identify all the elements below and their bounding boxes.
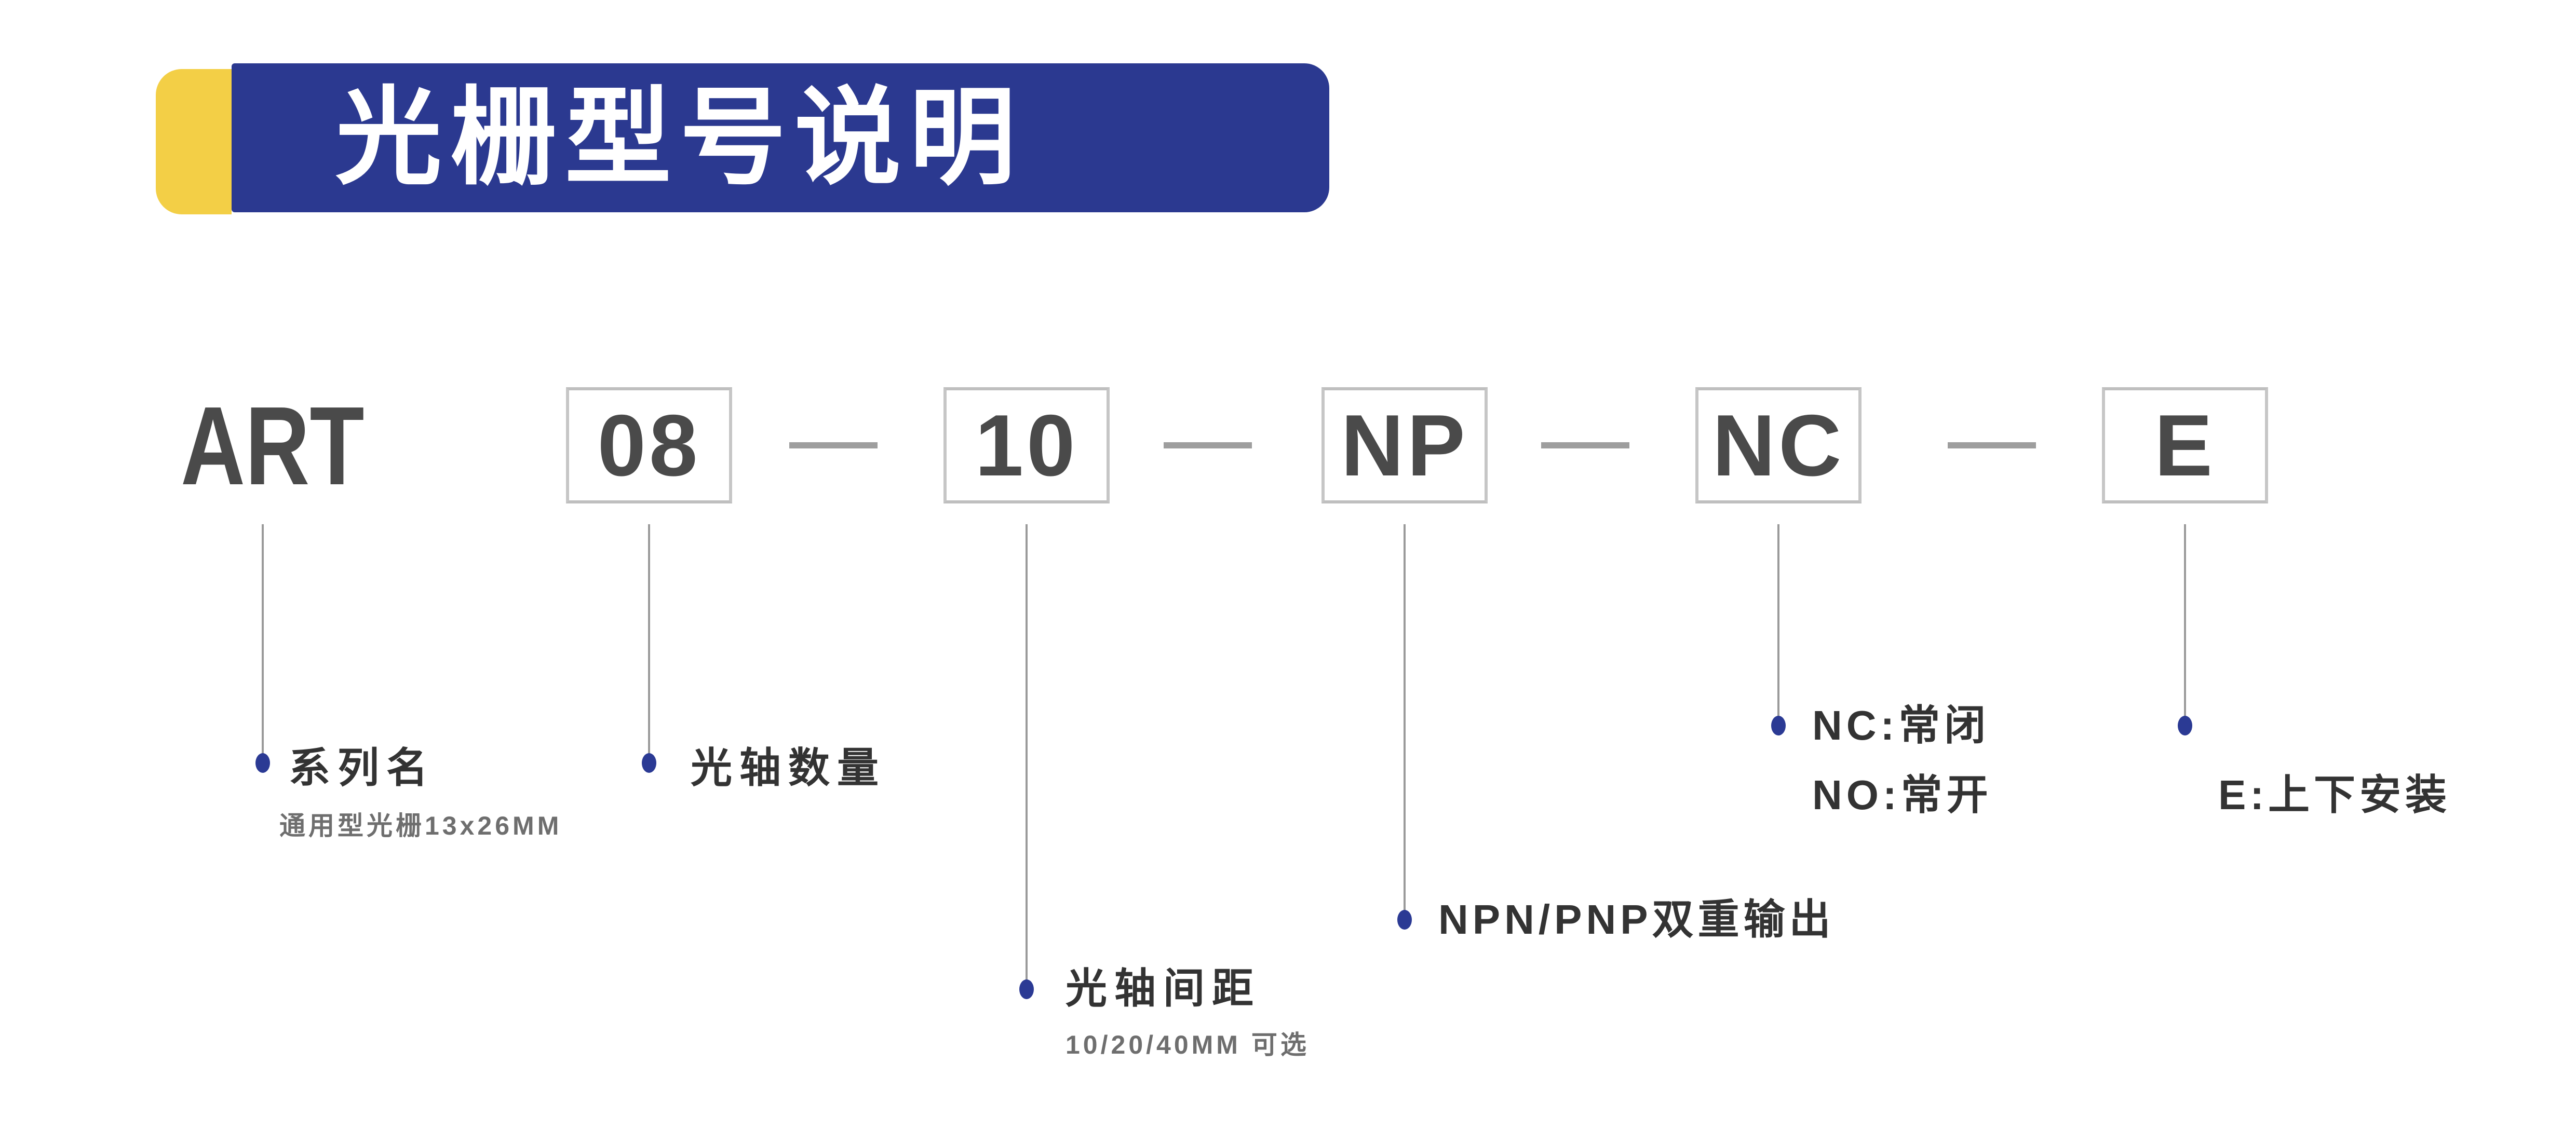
separator-dash: [1164, 442, 1252, 448]
annotation-mount-label: E:上下安装: [2218, 772, 2451, 818]
connector-line-mount: [2184, 524, 2186, 726]
annotation-contact-nc-label: NC:常闭: [1812, 702, 1990, 748]
annotation-output: NPN/PNP双重输出: [1438, 899, 1835, 940]
code-segment-box-beam-count: 08: [566, 387, 732, 503]
annotation-mount: E:上下安装: [2218, 774, 2451, 816]
connector-dot-series: [255, 753, 270, 773]
annotation-series-note: 通用型光栅13x26MM: [279, 811, 562, 840]
connector-dot-mount: [2178, 716, 2192, 735]
code-segment-box-output: NP: [1321, 387, 1488, 503]
annotation-contact-no-label: NO:常开: [1812, 772, 1992, 818]
connector-line-output: [1404, 524, 1406, 920]
header-banner: 光栅型号说明: [232, 63, 1329, 212]
connector-line-beam-pitch: [1026, 524, 1028, 989]
annotation-output-label: NPN/PNP双重输出: [1438, 896, 1835, 943]
page-title: 光栅型号说明: [335, 78, 1024, 197]
connector-dot-beam-count: [642, 753, 656, 773]
connector-dot-beam-pitch: [1019, 979, 1034, 999]
connector-line-contact: [1777, 524, 1779, 726]
model-prefix-text: ART: [181, 383, 365, 508]
connector-line-series: [262, 524, 264, 763]
header-accent-bar: [156, 69, 232, 214]
separator-dash: [1541, 442, 1629, 448]
connector-dot-contact: [1771, 716, 1786, 735]
annotation-beam-count: 光轴数量: [691, 747, 886, 789]
annotation-series: 系列名 通用型光栅13x26MM: [279, 745, 562, 839]
connector-dot-output: [1397, 910, 1412, 930]
annotation-series-label: 系列名: [289, 745, 435, 791]
annotation-contact: NC:常闭 NO:常开: [1812, 691, 1992, 830]
connector-line-beam-count: [648, 524, 650, 763]
code-segment-box-mount: E: [2102, 387, 2268, 503]
annotation-beam-pitch-note: 10/20/40MM 可选: [1066, 1030, 1310, 1059]
separator-dash: [1948, 442, 2036, 448]
separator-dash: [789, 442, 878, 448]
code-segment-box-beam-pitch: 10: [943, 387, 1110, 503]
annotation-beam-count-label: 光轴数量: [691, 745, 886, 791]
annotation-beam-pitch-label: 光轴间距: [1066, 965, 1261, 1012]
code-segment-box-contact: NC: [1695, 387, 1862, 503]
model-prefix: ART: [181, 387, 410, 503]
annotation-beam-pitch: 光轴间距 10/20/40MM 可选: [1066, 968, 1310, 1058]
